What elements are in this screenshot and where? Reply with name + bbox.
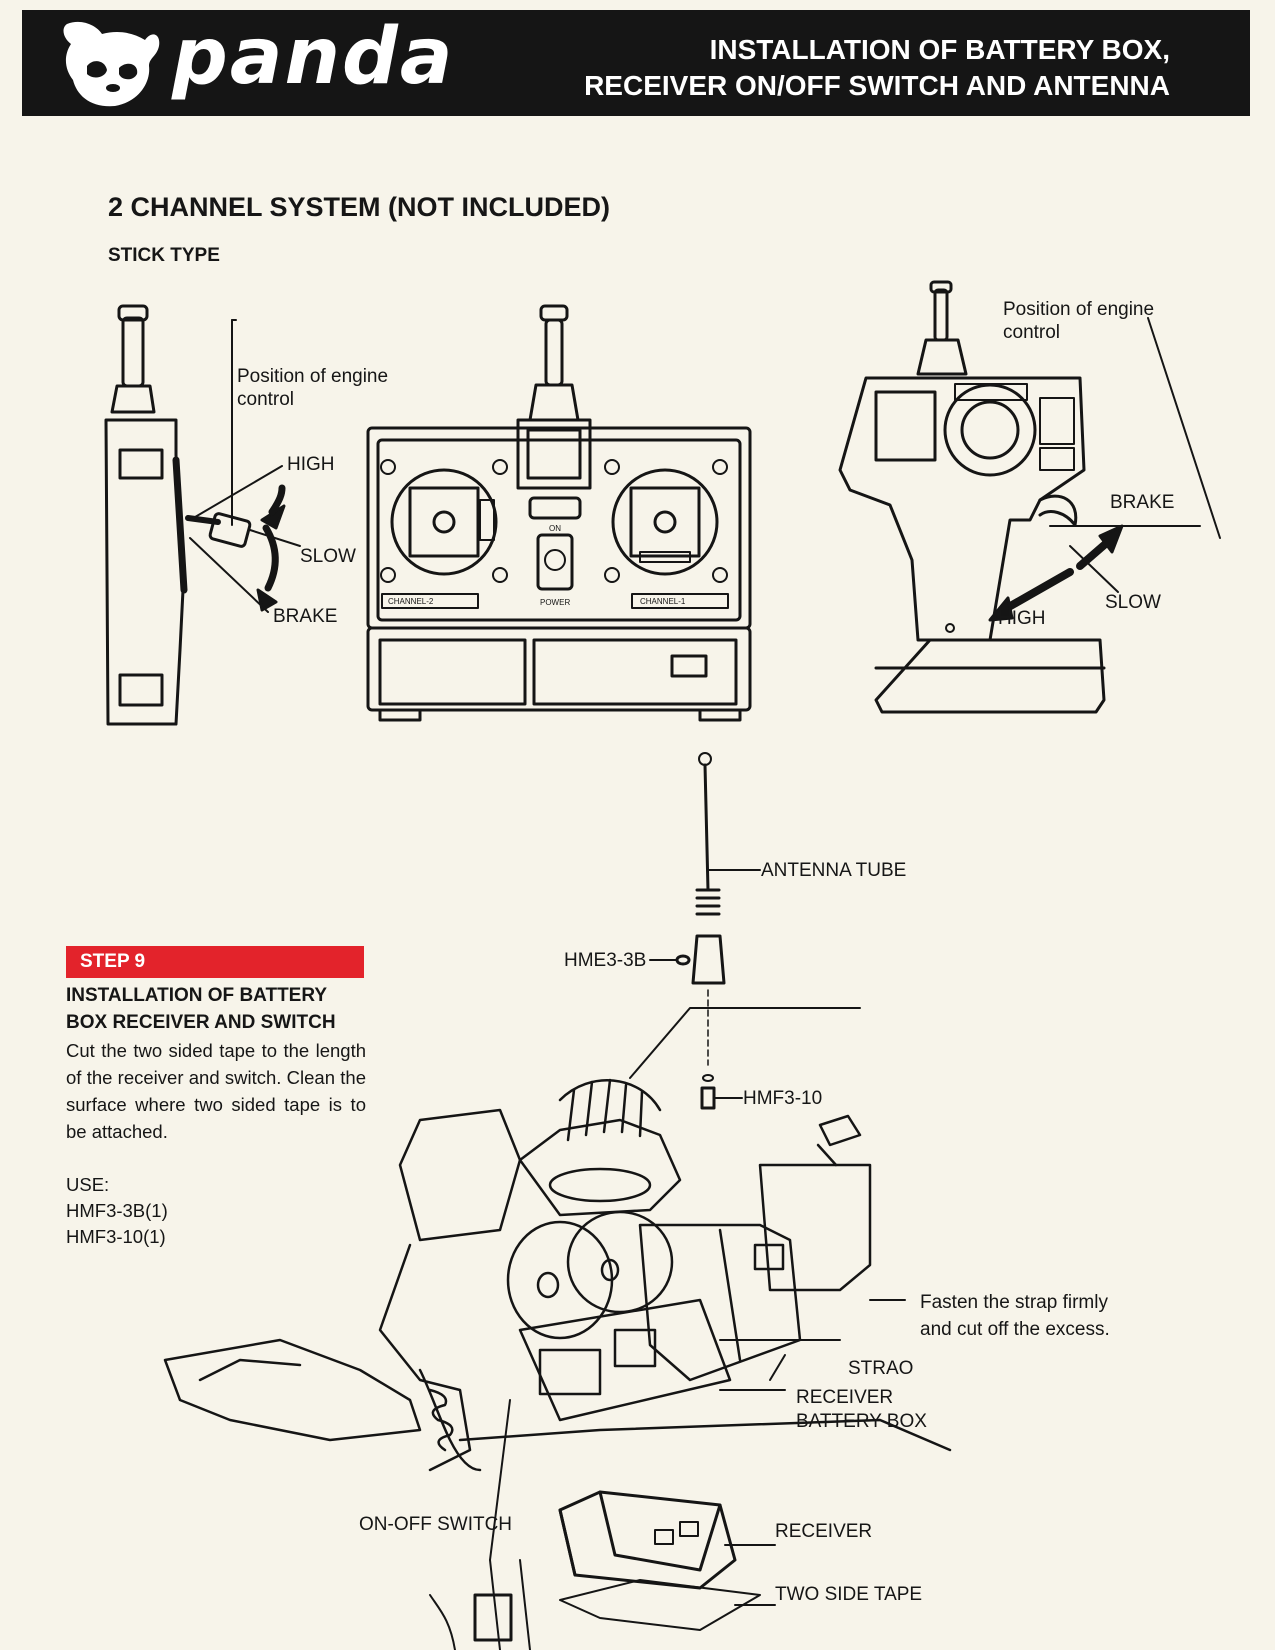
part-hmf3-10: HMF3-10(1) [66, 1226, 166, 1247]
pistol-transmitter [838, 280, 1221, 714]
channel-2-label: CHANNEL-2 [388, 597, 434, 606]
chassis-engine-illustration [163, 1078, 952, 1472]
step-title: INSTALLATION OF BATTERY BOX RECEIVER AND… [66, 982, 366, 1036]
step-title-line1: INSTALLATION OF BATTERY [66, 985, 328, 1006]
part-hmf3-3b: HMF3-3B(1) [66, 1200, 168, 1221]
callout-leaders [719, 1339, 841, 1391]
fasten-note-line1: Fasten the strap firmly [920, 1292, 1108, 1313]
strap-label: STRAO [848, 1358, 914, 1379]
power-label: POWER [540, 598, 571, 607]
hmf3-10-label: HMF3-10 [743, 1088, 823, 1109]
step-instructions: Cut the two sided tape to the length of … [66, 1040, 366, 1142]
section-title: 2 CHANNEL SYSTEM (NOT INCLUDED) [108, 192, 611, 222]
title-line-1: INSTALLATION OF BATTERY BOX, [709, 34, 1170, 65]
pistol-engine-label-line1: Position of engine [1003, 299, 1155, 320]
pistol-slow-label: SLOW [1105, 592, 1161, 613]
side-engine-control-label: Position of engine control [237, 365, 388, 411]
header-bar: panda INSTALLATION OF BATTERY BOX, RECEI… [22, 10, 1250, 116]
brand-logo-text: panda [172, 12, 455, 102]
step-badge-text: STEP 9 [80, 951, 146, 972]
receiver-label: RECEIVER [775, 1521, 873, 1542]
pistol-high-label: HIGH [998, 608, 1046, 629]
side-slow-label: SLOW [300, 546, 356, 567]
pistol-engine-label-line2: control [1003, 322, 1061, 343]
step-badge: STEP 9 [66, 946, 364, 978]
section-subtitle: STICK TYPE [108, 245, 220, 266]
channel-1-label: CHANNEL-1 [640, 597, 686, 606]
side-engine-label-line1: Position of engine [237, 366, 389, 387]
side-engine-label-line2: control [237, 389, 295, 410]
step-parts-list: USE: HMF3-3B(1) HMF3-10(1) [66, 1172, 168, 1250]
receiver-illustration [429, 1399, 776, 1650]
hme3-3b-label: HME3-3B [564, 950, 647, 971]
fasten-note-line2: and cut off the excess. [920, 1319, 1110, 1340]
title-line-2: RECEIVER ON/OFF SWITCH AND ANTENNA [584, 70, 1170, 101]
receiver-battery-box-label: RECEIVER BATTERY BOX [796, 1386, 927, 1434]
side-high-label: HIGH [287, 454, 335, 475]
transmitter-side-view [104, 304, 301, 726]
panda-logo-icon [63, 21, 160, 107]
page-title: INSTALLATION OF BATTERY BOX, RECEIVER ON… [584, 32, 1170, 104]
side-brake-label: BRAKE [273, 606, 338, 627]
on-off-switch-label: ON-OFF SWITCH [359, 1514, 513, 1535]
receiver-battery-line1: RECEIVER [796, 1387, 894, 1408]
on-label: ON [549, 524, 561, 533]
pistol-engine-control-label: Position of engine control [1003, 298, 1154, 344]
receiver-battery-line2: BATTERY BOX [796, 1411, 927, 1432]
use-label: USE: [66, 1174, 110, 1195]
fasten-strap-note: Fasten the strap firmly and cut off the … [920, 1289, 1110, 1343]
two-side-tape-label: TWO SIDE TAPE [775, 1584, 923, 1605]
transmitter-front-view [366, 304, 752, 722]
antenna-assembly [629, 752, 861, 1110]
antenna-tube-label: ANTENNA TUBE [761, 860, 907, 881]
pistol-brake-label: BRAKE [1110, 492, 1175, 513]
step-title-line2: BOX RECEIVER AND SWITCH [66, 1012, 336, 1033]
